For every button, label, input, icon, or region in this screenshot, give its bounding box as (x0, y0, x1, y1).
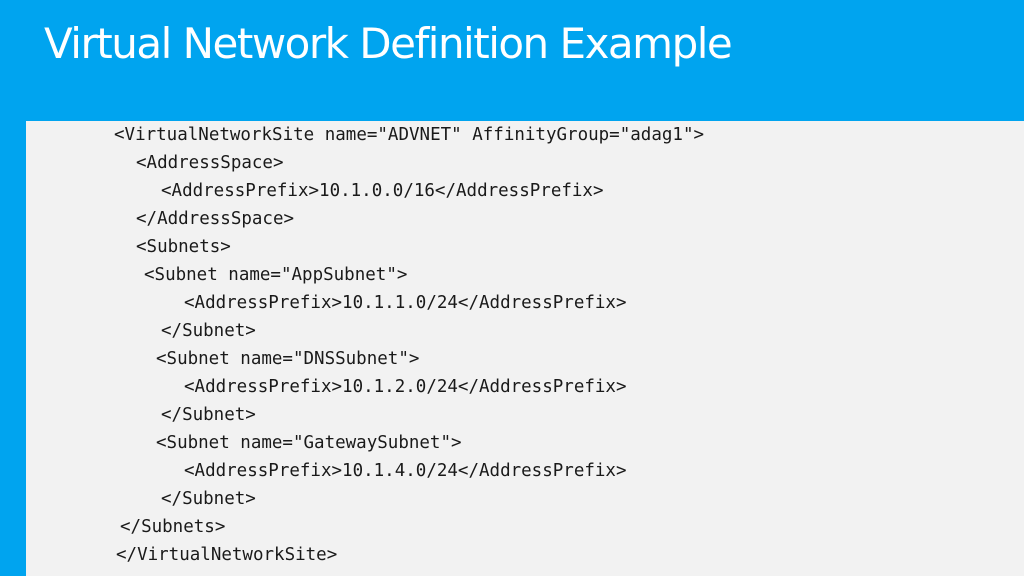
code-line: </AddressSpace> (136, 209, 295, 229)
code-line: <AddressPrefix>10.1.0.0/16</AddressPrefi… (161, 181, 604, 201)
code-line: </Subnet> (161, 489, 256, 509)
code-line: <AddressPrefix>10.1.4.0/24</AddressPrefi… (184, 461, 627, 481)
code-line: </VirtualNetworkSite> (116, 545, 338, 565)
slide-title: Virtual Network Definition Example (44, 19, 733, 68)
code-panel: <VirtualNetworkSite name="ADVNET" Affini… (26, 121, 1024, 576)
code-line: <Subnets> (136, 237, 231, 257)
code-line: <VirtualNetworkSite name="ADVNET" Affini… (114, 125, 705, 145)
code-line: </Subnets> (120, 517, 226, 537)
code-line: <Subnet name="AppSubnet"> (144, 265, 408, 285)
code-line: <AddressPrefix>10.1.1.0/24</AddressPrefi… (184, 293, 627, 313)
code-line: <AddressPrefix>10.1.2.0/24</AddressPrefi… (184, 377, 627, 397)
code-line: </Subnet> (161, 405, 256, 425)
code-line: <Subnet name="GatewaySubnet"> (156, 433, 462, 453)
code-line: <Subnet name="DNSSubnet"> (156, 349, 420, 369)
code-line: </Subnet> (161, 321, 256, 341)
code-line: <AddressSpace> (136, 153, 284, 173)
